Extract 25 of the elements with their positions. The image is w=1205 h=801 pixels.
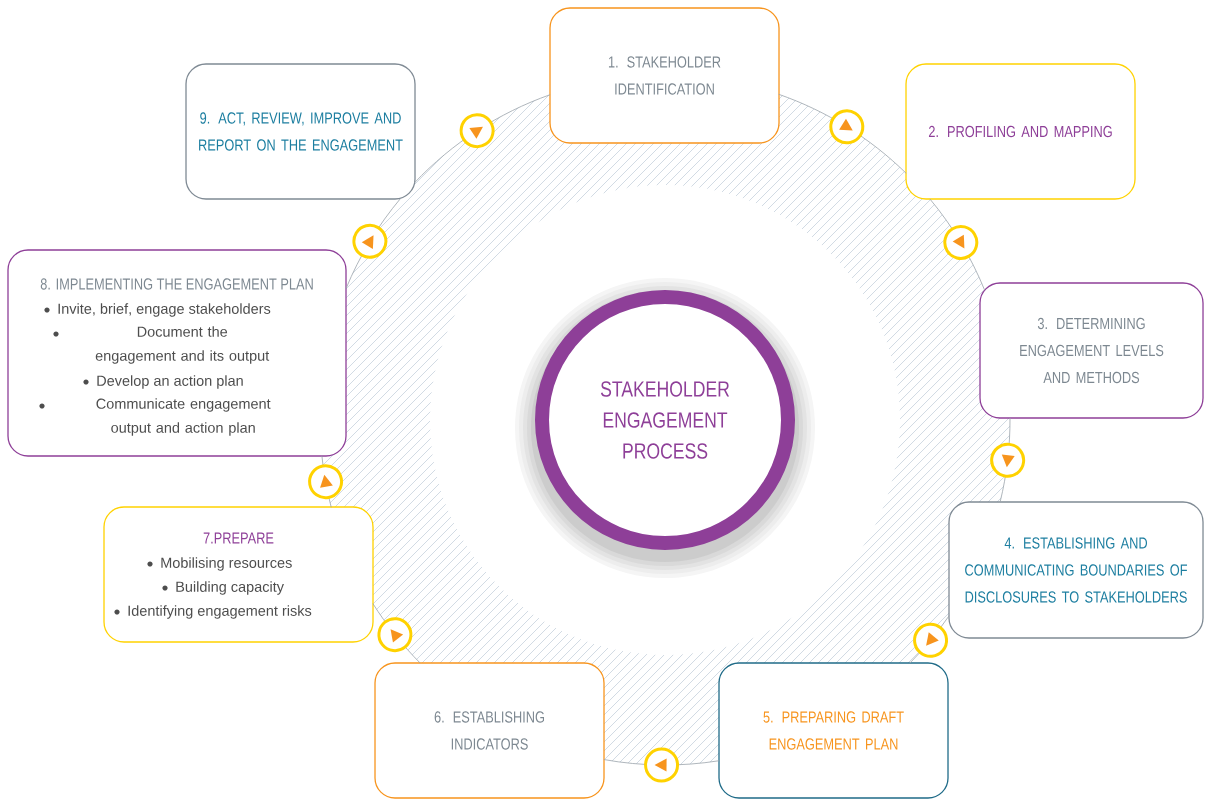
bullet-item: Develop an action plan <box>83 375 243 389</box>
bullet-item: Building capacity <box>162 581 284 595</box>
connector-arc <box>603 747 720 783</box>
connector-arc <box>308 455 344 508</box>
connector-arc <box>778 93 907 174</box>
step-box: 7.PREPARE Mobilising resources Building capacity Identifying engagement risks <box>103 506 374 643</box>
connector-arc <box>909 615 950 664</box>
step-box: 6. ESTABLISHING INDICATORS <box>374 662 605 799</box>
bullet-item: Communicate engagement output and action plan <box>39 398 271 436</box>
step-box: 9. ACT, REVIEW, IMPROVE AND REPORT ON THE ENGAGEMENT <box>185 63 416 200</box>
connector-arc <box>990 417 1026 503</box>
step-box: 3. DETERMINING ENGAGEMENT LEVELS AND METHODS <box>979 282 1204 419</box>
step-box: 5. PREPARING DRAFT ENGAGEMENT PLAN <box>718 662 949 799</box>
connector-arc <box>345 197 402 290</box>
step-box: 1. STAKEHOLDER IDENTIFICATION <box>549 7 780 144</box>
bullet-item: Document the engagement and its output <box>53 326 270 364</box>
bullet-item: Invite, brief, engage stakeholders <box>44 303 271 317</box>
connector-arc <box>372 603 421 664</box>
step-box: 4. ESTABLISHING AND COMMUNICATING BOUNDARIES OF DISCLOSURES TO STAKEHOLDERS <box>948 501 1204 639</box>
connector-arc <box>414 94 551 184</box>
bullet-item: Identifying engagement risks <box>114 605 312 619</box>
step-box: 2. PROFILING AND MAPPING <box>905 63 1136 200</box>
connector-arc <box>929 198 986 291</box>
step-box: 8. IMPLEMENTING THE ENGAGEMENT PLAN Invite, brief, engage stakeholders Document the engagement and its output Develop an action plan Communicate engagement output and action plan <box>7 249 347 457</box>
bullet-item: Mobilising resources <box>147 557 292 571</box>
